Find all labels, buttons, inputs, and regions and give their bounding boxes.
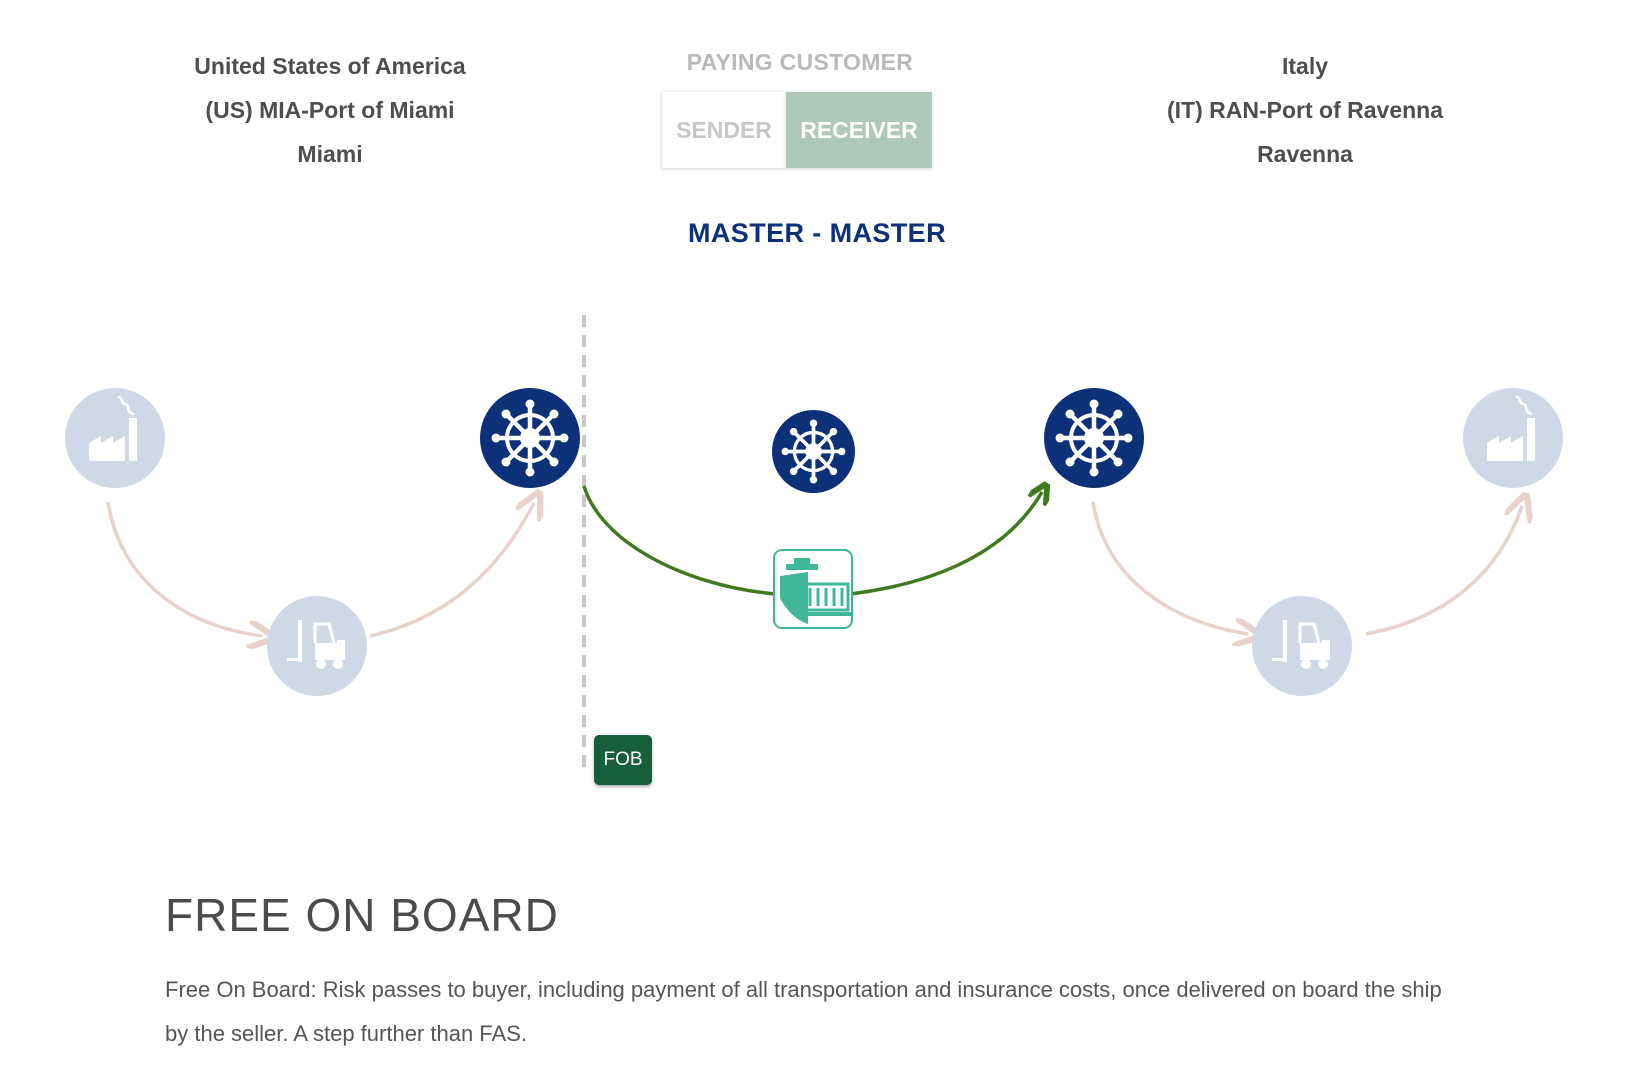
origin-location: United States of America (US) MIA-Port o… bbox=[120, 44, 540, 176]
destination-port: (IT) RAN-Port of Ravenna bbox=[1167, 97, 1443, 123]
origin-factory-icon bbox=[65, 388, 165, 488]
route-origin-forklift-to-port bbox=[369, 503, 534, 638]
paying-customer-buttons: SENDER RECEIVER bbox=[662, 92, 938, 168]
paying-customer-toggle: PAYING CUSTOMER SENDER RECEIVER bbox=[662, 44, 938, 168]
incoterm-title: FREE ON BOARD bbox=[165, 889, 559, 941]
route-dest-forklift-to-factory bbox=[1365, 506, 1522, 636]
destination-location: Italy (IT) RAN-Port of Ravenna Ravenna bbox=[1095, 44, 1515, 176]
route-sea-right bbox=[849, 492, 1042, 596]
destination-factory-icon bbox=[1463, 388, 1563, 488]
origin-city: Miami bbox=[297, 141, 363, 167]
route-diagram bbox=[65, 315, 1563, 772]
origin-forklift-icon bbox=[267, 596, 367, 696]
route-dest-port-to-forklift bbox=[1091, 501, 1248, 634]
main-carriage-ship-wheel-icon bbox=[772, 410, 855, 493]
route-sea-left bbox=[582, 485, 776, 596]
receiver-button[interactable]: RECEIVER bbox=[786, 92, 932, 168]
route-origin-factory-to-forklift bbox=[106, 501, 262, 636]
origin-port-ship-wheel-icon bbox=[480, 388, 580, 488]
paying-customer-label: PAYING CUSTOMER bbox=[686, 49, 914, 75]
origin-country: United States of America bbox=[194, 53, 466, 79]
destination-forklift-icon bbox=[1252, 596, 1352, 696]
destination-port-ship-wheel-icon bbox=[1044, 388, 1144, 488]
destination-city: Ravenna bbox=[1257, 141, 1353, 167]
fob-badge: FOB bbox=[594, 735, 652, 785]
incoterm-description: Free On Board: Risk passes to buyer, inc… bbox=[165, 977, 1442, 1046]
transport-mode-title: MASTER - MASTER bbox=[688, 218, 946, 248]
destination-country: Italy bbox=[1281, 53, 1329, 79]
sender-button[interactable]: SENDER bbox=[662, 92, 786, 168]
origin-port: (US) MIA-Port of Miami bbox=[205, 97, 455, 123]
container-ship-icon bbox=[773, 549, 853, 629]
